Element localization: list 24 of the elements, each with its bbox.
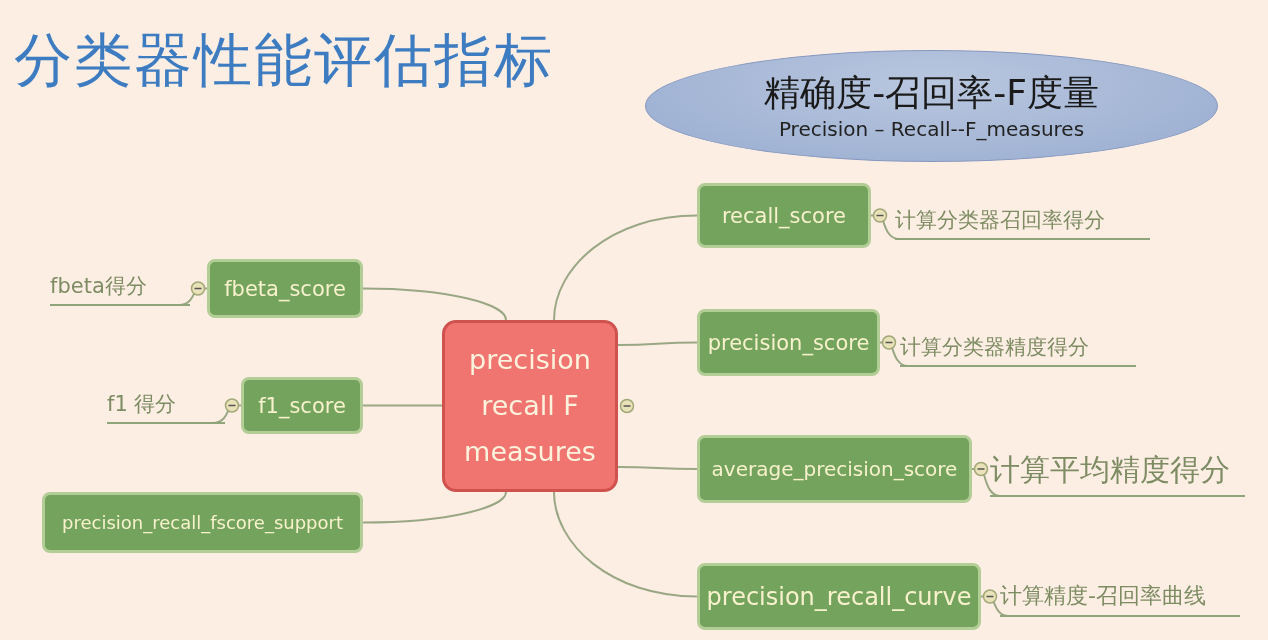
note-text: fbeta得分 [50,268,190,306]
function-box: precision_score [697,309,880,376]
connector-line [617,466,698,470]
function-box: fbeta_score [207,259,363,318]
topic-heading: 精确度-召回率-F度量 [764,71,1099,115]
connector-line [362,287,507,321]
note-text: f1 得分 [107,386,225,424]
function-box: average_precision_score [697,435,972,503]
connector-line [362,491,507,524]
function-box: recall_score [697,183,871,248]
connector-line [553,491,698,598]
connector-line [553,214,698,321]
function-box: precision_recall_curve [697,563,981,630]
function-box: f1_score [241,377,363,434]
title: 分类器性能评估指标 [14,25,554,96]
note-text: 计算分类器精度得分 [900,325,1136,367]
function-box: precision_recall_fscore_support [42,492,363,553]
note-text: 计算分类器召回率得分 [895,198,1150,240]
note-text: 计算精度-召回率曲线 [1000,575,1240,617]
connector-line [362,404,443,407]
topic-subtitle: Precision – Recall--F_measures [778,116,1085,141]
central-topic-box: precision recall F measures [442,320,618,492]
connector-line [617,341,698,346]
note-text: 计算平均精度得分 [990,446,1245,497]
